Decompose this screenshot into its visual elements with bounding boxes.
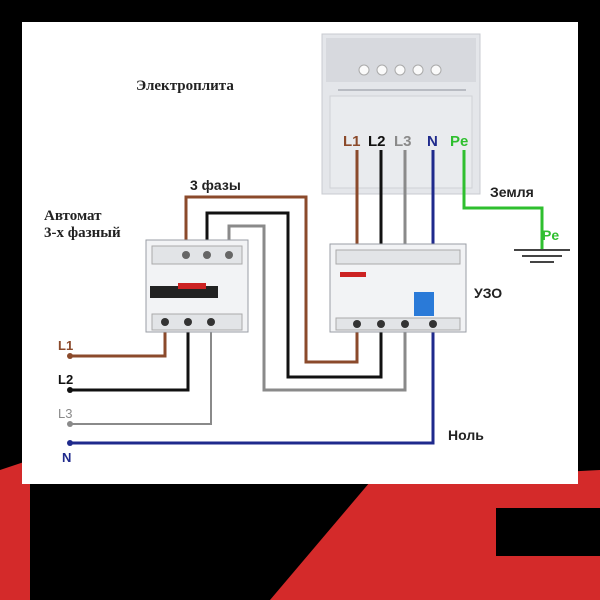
stove-title: Электроплита (136, 78, 234, 94)
supply-label-l2: L2 (58, 372, 73, 387)
l2-terminal-dot (67, 387, 73, 393)
stove-terminal-l2: L2 (368, 133, 386, 150)
breaker-bottom-terminals (151, 313, 243, 331)
ground-icon (514, 249, 570, 263)
screw-icon (203, 251, 211, 259)
l3-terminal-dot (67, 421, 73, 427)
earth-label: Земля (490, 184, 534, 200)
stove-knob (430, 64, 442, 76)
stove-knob (358, 64, 370, 76)
rcd-label: УЗО (474, 285, 502, 301)
breaker-label-line2: 3-х фазный (44, 225, 121, 241)
stove-terminal-l3: L3 (394, 133, 412, 150)
rcd-test-button (414, 292, 434, 316)
wire-l2-breaker-rcd (205, 211, 383, 379)
red-corner-right (270, 470, 600, 600)
screw-icon (207, 318, 215, 326)
rcd-red-stripe (340, 272, 366, 277)
diagram-panel (22, 22, 578, 484)
wire-n-supply (70, 330, 435, 445)
wire-pe (462, 150, 544, 250)
stove-knob (376, 64, 388, 76)
breaker-label-line1: Автомат (44, 208, 102, 224)
n-terminal-dot (67, 440, 73, 446)
l1-terminal-dot (67, 353, 73, 359)
stove-door (329, 95, 473, 189)
screw-icon (161, 318, 169, 326)
screw-icon (225, 251, 233, 259)
wire-l2-supply (70, 330, 190, 392)
rcd-bottom-terminals (335, 317, 461, 331)
neutral-label: Ноль (448, 427, 484, 443)
black-block (496, 508, 600, 556)
wire-l3-supply (70, 330, 212, 425)
wire-l3-breaker-rcd (227, 224, 407, 392)
screw-icon (182, 251, 190, 259)
stove-terminal-n: N (427, 133, 438, 150)
electric-stove (321, 33, 481, 195)
supply-label-l3: L3 (58, 406, 72, 421)
breaker-red-band (178, 283, 206, 289)
breaker-to-rcd-wires (184, 195, 407, 392)
wire-l1-breaker-rcd (184, 195, 359, 364)
breaker-top-terminals (151, 245, 243, 265)
three-phase-breaker (145, 239, 249, 333)
rcd-top-terminals (335, 249, 461, 265)
stove-knob (412, 64, 424, 76)
screw-icon (184, 318, 192, 326)
rcd-device (329, 243, 467, 333)
supply-label-n: N (62, 450, 71, 465)
stove-terminal-pe: Pe (450, 133, 468, 150)
ground-terminal-pe: Pe (542, 227, 559, 243)
stove-wires (355, 150, 544, 255)
stove-terminal-l1: L1 (343, 133, 361, 150)
supply-label-l1: L1 (58, 338, 73, 353)
screw-icon (401, 320, 409, 328)
supply-wires (70, 330, 435, 445)
stove-knob (394, 64, 406, 76)
red-corner-left (0, 460, 30, 600)
wire-l1-supply (70, 330, 167, 358)
screw-icon (353, 320, 361, 328)
screw-icon (429, 320, 437, 328)
screw-icon (377, 320, 385, 328)
phases-label: 3 фазы (190, 177, 241, 193)
